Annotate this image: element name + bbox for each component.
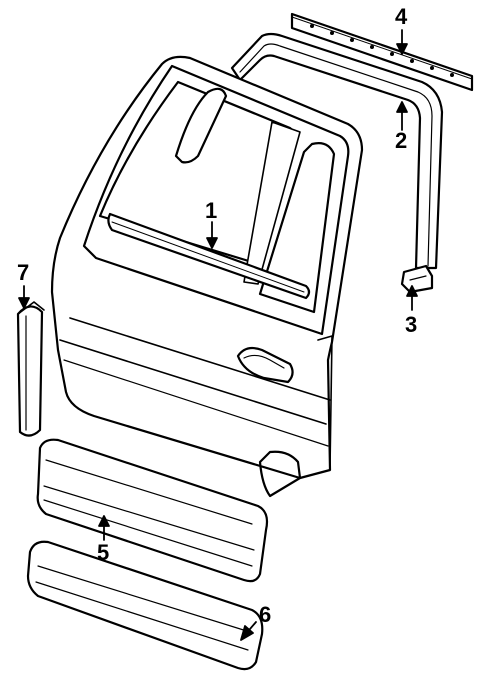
part-4-roof-molding	[290, 12, 474, 92]
callout-6: 6	[259, 602, 272, 627]
part-5-side-molding	[36, 438, 269, 583]
callout-5: 5	[97, 540, 110, 565]
callout-4: 4	[395, 4, 408, 29]
rear-door-shell	[50, 55, 364, 498]
part-7-edge-molding	[16, 301, 45, 437]
callout-2: 2	[395, 128, 408, 153]
callout-7: 7	[17, 260, 30, 285]
part-3-clip	[400, 264, 434, 294]
part-6-lower-molding	[26, 540, 264, 671]
part-1-belt-molding	[107, 212, 311, 300]
callout-1: 1	[205, 198, 218, 223]
callout-3: 3	[405, 312, 418, 337]
leader-arrows	[18, 29, 418, 641]
